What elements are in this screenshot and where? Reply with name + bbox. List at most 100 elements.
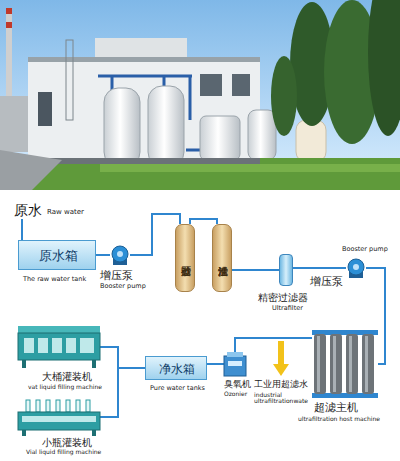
bottle xyxy=(26,400,30,412)
filter-column: 活性炭过滤 xyxy=(212,224,232,292)
equipment-label: 原水箱 xyxy=(19,249,97,263)
membrane-column xyxy=(314,334,326,394)
highlight xyxy=(317,336,320,392)
output-arrow xyxy=(273,364,289,376)
ultrafiltration-unit: 超滤主机ultrafiltration host machine xyxy=(312,330,378,398)
water-tank-box: 原水箱The raw water tank xyxy=(18,240,96,270)
roof-edge xyxy=(28,57,260,62)
equipment-icon xyxy=(18,398,100,436)
machine-leg xyxy=(22,430,26,436)
bottle xyxy=(86,400,90,412)
machine-window xyxy=(66,338,76,353)
highlight xyxy=(365,336,368,392)
pump-body xyxy=(112,246,128,262)
machine-leg xyxy=(22,360,26,368)
pipe-connector xyxy=(190,219,217,224)
equipment-label: Ozonier xyxy=(224,391,247,397)
equipment-label: 增压泵 xyxy=(100,270,133,282)
tank xyxy=(148,86,184,166)
tank xyxy=(200,116,240,160)
machine-leg xyxy=(92,360,96,368)
equipment-label: 大桶灌装机 xyxy=(42,372,92,383)
pipe-connector xyxy=(96,254,110,256)
equipment-label: ultrafiltration host machine xyxy=(298,416,380,422)
tank xyxy=(296,120,326,162)
bottle xyxy=(66,400,70,412)
filter-column: 石英砂过滤 xyxy=(175,224,195,292)
equipment-label: Raw water xyxy=(47,209,84,216)
pump-hub xyxy=(353,264,359,270)
machine-body xyxy=(18,333,100,360)
output-label: industrial ultrafiltrationwate xyxy=(254,392,320,405)
equipment-icon xyxy=(224,352,246,376)
equipment-label: Vial liquid filling machine xyxy=(26,449,101,455)
membrane-column xyxy=(346,334,358,394)
ladder xyxy=(66,40,73,120)
chimney-stripe xyxy=(6,22,12,28)
equipment-label: The raw water tank xyxy=(23,276,86,283)
main-building xyxy=(28,60,260,160)
bottle xyxy=(46,400,50,412)
sky xyxy=(0,0,400,190)
ozone-top xyxy=(227,352,243,357)
pipe-connector xyxy=(130,214,180,255)
highlight xyxy=(349,336,352,392)
equipment-label: 增压泵 xyxy=(310,276,343,288)
output-arrow xyxy=(278,341,284,365)
pipe-connector xyxy=(207,363,224,365)
tree xyxy=(271,56,297,136)
membrane-column xyxy=(362,334,374,394)
machine-window xyxy=(80,338,94,353)
equipment-icon xyxy=(18,326,100,368)
source-label: 原水Raw water xyxy=(14,203,44,219)
bottle xyxy=(36,400,40,412)
output-label: 工业用超滤水 xyxy=(254,380,308,389)
equipment-label: 原水 xyxy=(14,203,42,218)
booster-pump: 增压泵Booster pump xyxy=(110,245,130,265)
pipe-connector xyxy=(293,267,346,269)
ozone-generator: 臭氧机Ozonier xyxy=(224,352,246,376)
bottle xyxy=(56,400,60,412)
machine-window xyxy=(24,338,34,353)
grass xyxy=(0,158,400,190)
window xyxy=(232,74,250,96)
filling-machine: 小瓶灌装机Vial liquid filling machine xyxy=(18,398,100,436)
equipment-icon xyxy=(346,258,366,278)
machine-window xyxy=(38,338,48,353)
road xyxy=(0,150,62,190)
equipment-icon xyxy=(312,330,378,398)
pump-body xyxy=(348,259,364,275)
machine-body xyxy=(18,412,100,430)
filling-machine: 大桶灌装机vat liquid filling machine xyxy=(18,326,100,368)
pipe-connector xyxy=(21,219,23,240)
plant-photo xyxy=(0,0,400,190)
equipment-label: 精密过滤器 xyxy=(258,293,308,304)
tank xyxy=(248,110,276,160)
equipment-label: Pure water tanks xyxy=(150,385,205,392)
ozone-panel xyxy=(228,361,242,366)
ozone-body xyxy=(224,356,246,376)
pump-hub xyxy=(117,251,123,257)
equipment-icon xyxy=(110,245,130,265)
equipment-label: vat liquid filling machine xyxy=(28,384,102,390)
pipe-connector xyxy=(100,347,145,368)
equipment-label: Ultrafilter xyxy=(272,305,303,312)
water-tank-box: 净水箱Pure water tanks xyxy=(145,356,207,380)
booster-pump: 增压泵Booster pump xyxy=(346,258,366,278)
conveyor xyxy=(22,416,96,422)
equipment-label: Booster pump xyxy=(342,246,388,253)
bottle xyxy=(76,400,80,412)
grass xyxy=(100,164,400,172)
window xyxy=(38,92,52,126)
tank xyxy=(104,88,140,166)
pipe-connector xyxy=(232,269,279,271)
chimney-stripe xyxy=(6,8,12,14)
membrane-column xyxy=(330,334,342,394)
equipment-label: 臭氧机 xyxy=(224,380,251,389)
highlight xyxy=(333,336,336,392)
pipe-connector xyxy=(100,368,145,417)
equipment-label: 小瓶灌装机 xyxy=(42,438,92,449)
machine-leg xyxy=(92,430,96,436)
pipe-connector xyxy=(235,338,312,352)
tree xyxy=(368,0,400,136)
